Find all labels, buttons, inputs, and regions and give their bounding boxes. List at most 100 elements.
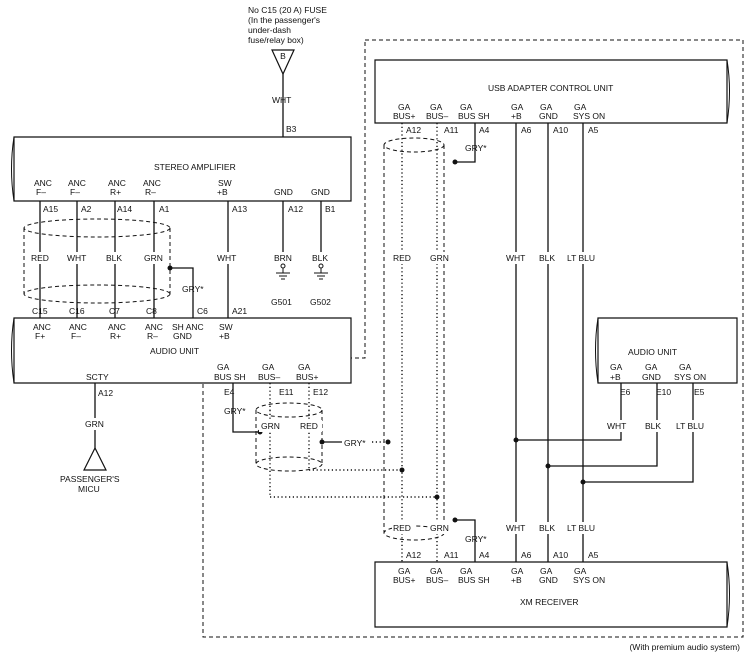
usb-term-label: BUS– (426, 111, 448, 121)
usb-adapter-control-unit: USB ADAPTER CONTROL UNIT GA BUS+ GA BUS–… (374, 59, 730, 135)
shield-top (23, 218, 171, 238)
xm-term-label: GA (430, 566, 443, 576)
fuse-line4: fuse/relay box) (248, 35, 304, 45)
micu-label: PASSENGER'S (60, 474, 120, 484)
wire-color: BLK (106, 253, 122, 263)
usb-pin: A6 (521, 125, 532, 135)
wire-color: WHT (506, 523, 525, 533)
au-ga-wire-color: GRN (261, 421, 280, 431)
amp-pin: A14 (117, 204, 132, 214)
au-term-label: SH ANC (172, 322, 204, 332)
au-ga-wire-color: RED (300, 421, 318, 431)
usb-term-label: GA (430, 102, 443, 112)
drain-wire (170, 267, 194, 318)
aur-pin: E10 (656, 387, 671, 397)
au-ga-gry: GRY* (224, 406, 246, 416)
premium-system-boundary (202, 39, 744, 638)
au-ga-label: GA (298, 362, 311, 372)
au-term-label: ANC (145, 322, 163, 332)
amp-term-label: ANC (108, 178, 126, 188)
scty-wire-color: GRN (85, 419, 104, 429)
amp-pin: A15 (43, 204, 58, 214)
au-pin: C7 (109, 306, 120, 316)
xm-term-label: +B (511, 575, 522, 585)
wire-color: LT BLU (567, 253, 595, 263)
xm-term-label: GA (460, 566, 473, 576)
wire-color: WHT (506, 253, 525, 263)
au-term-label: ANC (69, 322, 87, 332)
xm-gry: GRY* (465, 534, 487, 544)
amp-wires: GRY* RED WHT BLK GRN WHT BRN BLK G50 (23, 201, 334, 318)
amp-pin: B1 (325, 204, 336, 214)
scty-pin: A12 (98, 388, 113, 398)
au-pin: C8 (146, 306, 157, 316)
usb-term-label: GA (511, 102, 524, 112)
amp-pin: A1 (159, 204, 170, 214)
au-term-label: +B (219, 331, 230, 341)
wire-color: BLK (312, 253, 328, 263)
au-term-label: F– (71, 331, 81, 341)
wire-color: RED (393, 253, 411, 263)
footnote: (With premium audio system) (629, 642, 740, 652)
fuse-line3: under-dash (248, 25, 291, 35)
au-pin: C16 (69, 306, 85, 316)
wire-color: BLK (539, 523, 555, 533)
aur-term-label: GA (645, 362, 658, 372)
xm-pin: A11 (444, 550, 459, 560)
aur-pin: E6 (620, 387, 631, 397)
audio-unit-right-title: AUDIO UNIT (628, 347, 677, 357)
amp-pin: A12 (288, 204, 303, 214)
fuse-pin: B3 (286, 124, 297, 134)
usb-adapter-title: USB ADAPTER CONTROL UNIT (488, 83, 613, 93)
ground-label: G501 (271, 297, 292, 307)
xm-pin: A5 (588, 550, 599, 560)
wire-color: GRN (144, 253, 163, 263)
amp-term-label: ANC (143, 178, 161, 188)
scty-label: SCTY (86, 372, 109, 382)
xm-term-label: BUS SH (458, 575, 490, 585)
xm-term-label: GA (540, 566, 553, 576)
xm-receiver: XM RECEIVER A12 A11 A4 A6 A10 A5 GA BUS+… (374, 550, 730, 628)
usb-term-label: +B (511, 111, 522, 121)
wire-color: RED (393, 523, 411, 533)
audio-unit-left-title: AUDIO UNIT (150, 346, 199, 356)
aur-wires: WHT BLK LT BLU (513, 383, 710, 485)
au-ga-label: GA (217, 362, 230, 372)
amp-term-label: ANC (68, 178, 86, 188)
drain-gry: GRY* (182, 284, 204, 294)
xm-term-label: BUS+ (393, 575, 415, 585)
wire-color: BRN (274, 253, 292, 263)
xm-term-label: GND (539, 575, 558, 585)
xm-term-label: GA (398, 566, 411, 576)
xm-term-label: GA (574, 566, 587, 576)
aur-term-label: GA (679, 362, 692, 372)
wire-color: BLK (539, 253, 555, 263)
usb-term-label: GND (539, 111, 558, 121)
usb-term-label: GA (398, 102, 411, 112)
au-ga-label: BUS SH (214, 372, 246, 382)
wire-color: WHT (217, 253, 236, 263)
amp-term-label: +B (217, 187, 228, 197)
au-ga-pin: E11 (279, 387, 294, 397)
au-ga-label: GA (262, 362, 275, 372)
amp-term-label: F– (70, 187, 80, 197)
stereo-amplifier-title: STEREO AMPLIFIER (154, 162, 236, 172)
au-ga-gry2: GRY* (344, 438, 366, 448)
amp-pin: A13 (232, 204, 247, 214)
au-pin: C15 (32, 306, 48, 316)
wire-color: GRN (430, 523, 449, 533)
xm-term-label: BUS– (426, 575, 448, 585)
aur-term-label: GA (610, 362, 623, 372)
usb-term-label: BUS+ (393, 111, 415, 121)
wire-color: LT BLU (567, 523, 595, 533)
au-term-label: SW (219, 322, 233, 332)
xm-pin: A10 (553, 550, 568, 560)
xm-term-label: GA (511, 566, 524, 576)
au-term-label: GND (173, 331, 192, 341)
fuse-line1: No C15 (20 A) FUSE (248, 5, 327, 15)
amp-term-label: R+ (110, 187, 121, 197)
usb-pin: A12 (406, 125, 421, 135)
xm-term-label: SYS ON (573, 575, 605, 585)
xm-pin: A12 (406, 550, 421, 560)
wire-color: LT BLU (676, 421, 704, 431)
